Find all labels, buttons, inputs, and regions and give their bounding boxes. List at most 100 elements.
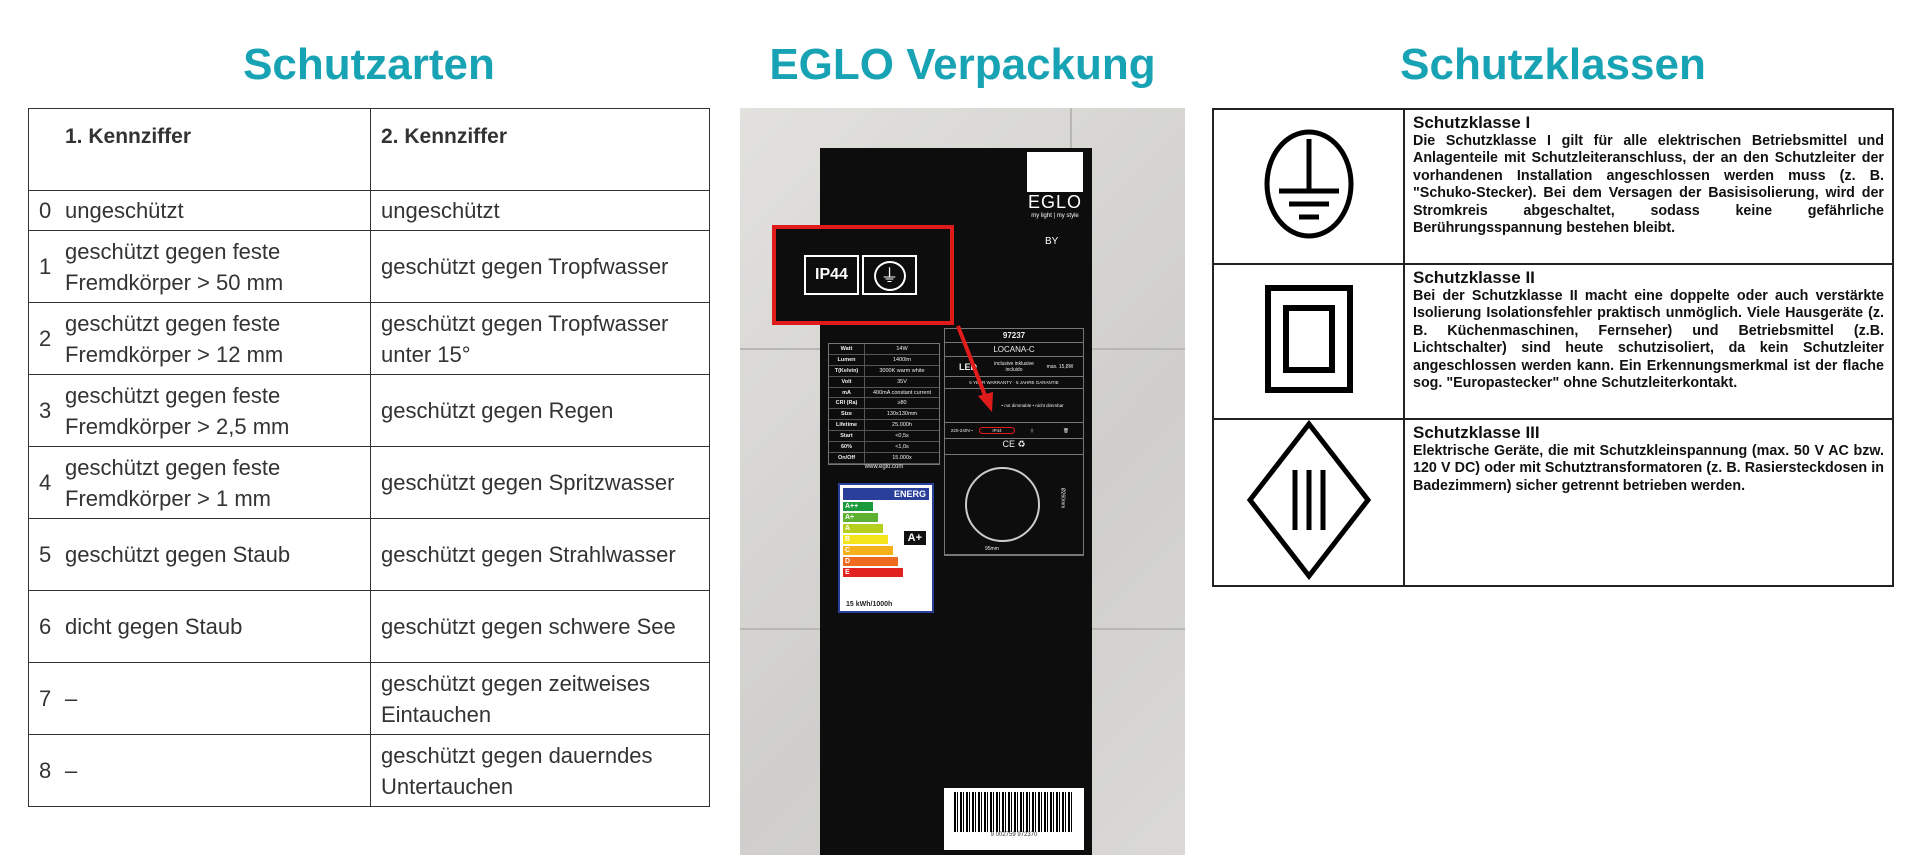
spec-row: Watt 14W [829, 344, 939, 355]
barcode: 9 002759 972370 [944, 788, 1084, 850]
first-digit-cell: 2 geschützt gegen feste Fremdkörper > 12 … [28, 302, 371, 375]
energy-class-bar: B [843, 535, 888, 544]
first-digit-text: geschützt gegen feste Fremdkörper > 1 mm [65, 454, 281, 511]
verpackung-title: EGLO Verpackung [769, 40, 1156, 89]
spec-value: 14W [896, 346, 908, 352]
table-row: 7–geschützt gegen zeitweises Eintauchen [28, 662, 710, 735]
digit: 2 [39, 326, 52, 351]
schutzklassen-title: Schutzklassen [1400, 40, 1706, 89]
ip44-label: IP44 [804, 255, 859, 295]
spec-row: CRI (Ra) ≥80 [829, 398, 939, 410]
energy-header: ENERG [843, 488, 929, 500]
spec-key: On/Off [829, 452, 865, 463]
info-panel: 97237 LOCANA-C LED inclusive inklusive i… [944, 328, 1084, 556]
safety-extra-low-voltage-icon [1244, 419, 1374, 584]
earth-small-icon: ⏚ [1029, 427, 1035, 433]
spec-row: Lifetime 25.000h [829, 420, 939, 432]
barcode-number: 9 002759 972370 [990, 832, 1038, 838]
first-digit-text: dicht gegen Staub [65, 614, 243, 639]
max-power: max. 15,8W [1046, 363, 1074, 370]
recycle-bin-icon: 🗑 [1063, 427, 1069, 433]
schutzklasse-text: Bei der Schutzklasse II macht eine doppe… [1413, 287, 1884, 392]
eglo-logo: EGLO my light | my style [1025, 152, 1085, 219]
schutzklasse-title: Schutzklasse II [1413, 268, 1535, 287]
schutzklasse-text: Die Schutzklasse I gilt für alle elektri… [1413, 132, 1884, 237]
header-second-digit: 2. Kennziffer [370, 108, 710, 191]
first-digit-text: geschützt gegen feste Fremdkörper > 50 m… [65, 238, 284, 295]
spec-row: Start<0,5s [829, 431, 939, 443]
depth-label: 95mm [985, 546, 999, 552]
by-label: BY [1045, 236, 1059, 247]
second-digit-text: geschützt gegen Strahlwasser [370, 518, 710, 591]
first-digit-text: – [65, 686, 78, 711]
first-digit-text: geschützt gegen feste Fremdkörper > 2,5 … [65, 382, 290, 439]
spec-key: CRI (Ra) [829, 398, 865, 409]
first-digit-text: geschützt gegen feste Fremdkörper > 12 m… [65, 310, 284, 367]
table-row: 2 geschützt gegen feste Fremdkörper > 12 … [28, 302, 710, 375]
header-first-digit: 1. Kennziffer [28, 108, 371, 191]
lamp-drawing-icon [965, 467, 1040, 542]
spec-row: 60%<1,0s [829, 442, 939, 453]
header-label: 1. Kennziffer [65, 125, 192, 148]
spec-row: T(Kelvin)3000K warm white [829, 365, 939, 377]
spec-key: Watt [829, 344, 865, 354]
spec-value: 130x130mm [886, 411, 918, 418]
energy-rating: A+ [903, 531, 926, 545]
schutzarten-title: Schutzarten [243, 40, 495, 89]
table-header-row: 1. Kennziffer 2. Kennziffer [28, 108, 710, 191]
table-row: 3 geschützt gegen feste Fremdkörper > 2,5… [28, 374, 710, 447]
digit: 3 [39, 398, 52, 423]
spec-value: 25.000h [892, 422, 912, 429]
brand: EGLO [1027, 192, 1083, 212]
digit: 7 [39, 686, 52, 711]
ip44-small-label: IP44 [979, 427, 1015, 434]
first-digit-cell: 3 geschützt gegen feste Fremdkörper > 2,5… [28, 374, 371, 447]
symbol-cell [1212, 108, 1405, 265]
spec-key: Volt [829, 376, 865, 387]
spec-key: Lumen [829, 354, 865, 365]
first-digit-cell: 8– [28, 734, 371, 807]
article-number: 97237 [945, 329, 1083, 343]
earth-cell: ⏚ [862, 255, 917, 295]
led-label: LED [959, 361, 977, 372]
ce-mark-icon: CE ♻ [945, 439, 1083, 455]
energy-class-bar: A [843, 524, 883, 533]
first-digit-cell: 4 geschützt gegen feste Fremdkörper > 1 m… [28, 446, 371, 519]
spec-value: ≥80 [897, 400, 907, 407]
packaging-photo: EGLO my light | my style BY Watt 14W Lumen… [740, 108, 1185, 855]
schutzklasse-title: Schutzklasse I [1413, 113, 1531, 132]
energy-class-bar: A++ [843, 502, 873, 511]
spec-key: Start [829, 431, 865, 442]
spec-key: mA [829, 387, 865, 398]
energy-class-bar: E [843, 568, 903, 577]
symbol-cell [1212, 263, 1405, 420]
first-digit-text: ungeschützt [65, 198, 184, 223]
double-insulation-icon [1264, 285, 1354, 398]
inclusive-label: inclusive inklusive incluido [994, 360, 1034, 373]
second-digit-text: geschützt gegen Regen [370, 374, 710, 447]
energy-class-bar: A+ [843, 513, 878, 522]
table-row: 8–geschützt gegen dauerndes Untertauchen [28, 734, 710, 807]
second-digit-text: ungeschützt [370, 190, 710, 231]
schutzklasse-text: Elektrische Geräte, die mit Schutzkleins… [1413, 442, 1884, 494]
ip44-zoom-inset: IP44 ⏚ [772, 225, 954, 325]
digit: 4 [39, 470, 52, 495]
spec-key: Lifetime [829, 420, 865, 431]
